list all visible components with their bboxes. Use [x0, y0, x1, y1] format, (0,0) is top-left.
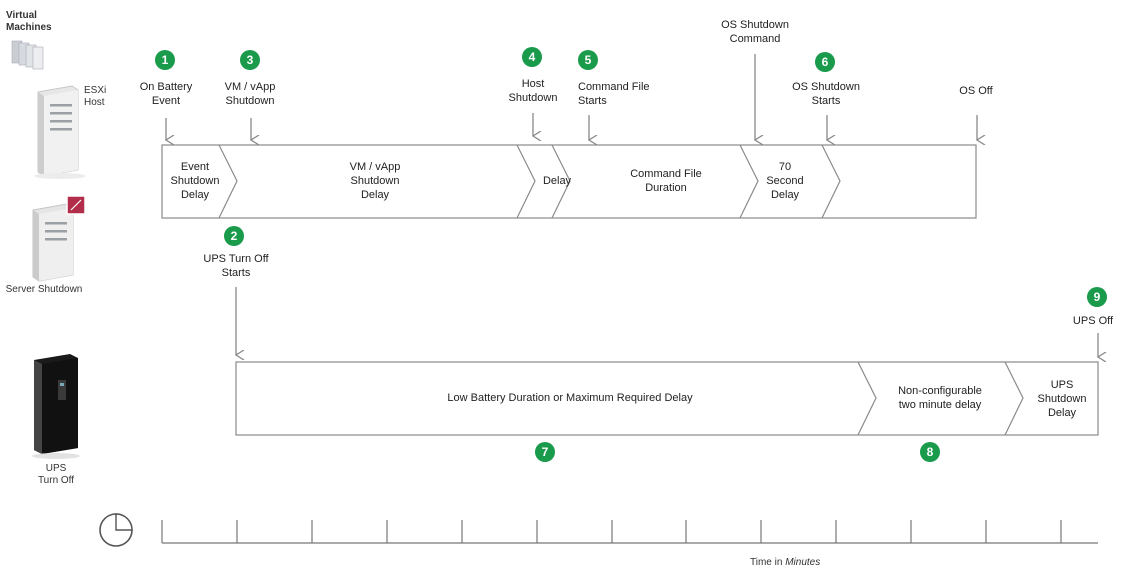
chevron-divider [551, 144, 571, 219]
esxi-host-server-icon [34, 85, 86, 179]
event-6-badge: 6 [815, 52, 835, 72]
chevron-divider [739, 144, 759, 219]
segment-two-minute-delay: Non-configurable two minute delay [898, 385, 982, 411]
time-axis-label-prefix: Time in [750, 557, 786, 568]
segment-ups-shutdown-delay: UPS Shutdown Delay [1037, 379, 1087, 419]
segment-70-second-delay: 70 Second Delay [766, 161, 804, 201]
segment-delay: Delay [542, 175, 572, 187]
event-6-label: OS Shutdown Starts [792, 81, 860, 107]
event-2-badge: 2 [224, 226, 244, 246]
segment-command-file-duration: Command File Duration [630, 168, 702, 194]
segment-low-battery-duration: Low Battery Duration or Maximum Required… [447, 392, 693, 404]
virtual-machines-label: Virtual Machines [6, 10, 52, 33]
time-axis-label: Time in Minutes [750, 557, 820, 569]
event-3-label: VM / vApp Shutdown [224, 81, 276, 107]
clock-icon [99, 513, 133, 547]
event-9-badge: 9 [1087, 287, 1107, 307]
chevron-divider [821, 144, 841, 219]
event-4-label: Host Shutdown [508, 78, 558, 104]
server-shutdown-label: Server Shutdown [5, 284, 83, 295]
event-5-label: Command File Starts [578, 81, 650, 107]
event-3-badge: 3 [240, 50, 260, 70]
event-5-badge: 5 [578, 50, 598, 70]
chevron-divider [1004, 361, 1024, 436]
event-2-label: UPS Turn Off Starts [203, 253, 269, 279]
event-9-label: UPS Off [1072, 315, 1114, 327]
event-8-badge: 8 [920, 442, 940, 462]
os-off-label: OS Off [959, 85, 993, 97]
event-4-badge: 4 [522, 47, 542, 67]
chevron-divider [218, 144, 238, 219]
chevron-divider [857, 361, 877, 436]
time-axis-ticks [161, 520, 1062, 543]
virtual-machines-icon [11, 40, 44, 70]
event-7-badge: 7 [535, 442, 555, 462]
os-shutdown-command-label: OS Shutdown Command [721, 19, 789, 45]
segment-event-shutdown-delay: Event Shutdown Delay [170, 161, 220, 201]
time-axis-label-unit: Minutes [785, 557, 821, 568]
esxi-host-label: ESXi Host [84, 85, 107, 108]
ups-device-icon [32, 354, 80, 459]
server-shutdown-icon [32, 195, 86, 282]
ups-turn-off-label: UPS Turn Off [37, 463, 75, 486]
event-1-label: On Battery Event [139, 81, 193, 107]
segment-vm-vapp-shutdown-delay: VM / vApp Shutdown Delay [349, 161, 401, 201]
ups-timeline-box [235, 361, 1099, 436]
chevron-divider [516, 144, 536, 219]
event-1-badge: 1 [155, 50, 175, 70]
